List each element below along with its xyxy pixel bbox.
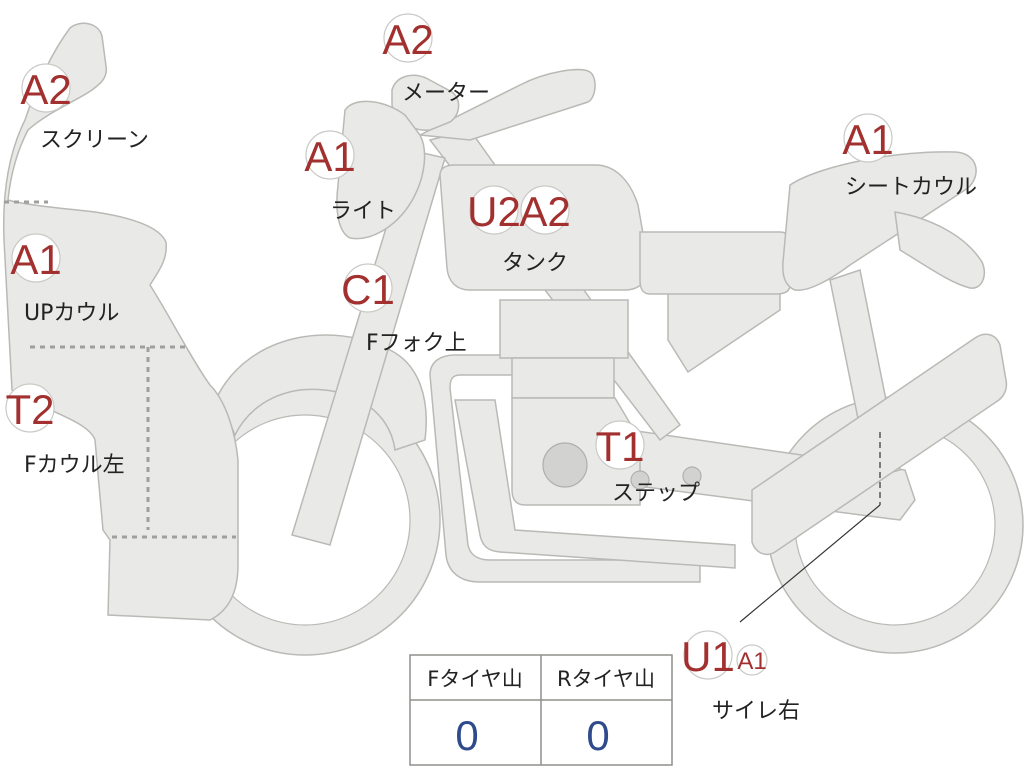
tank-label: タンク [502,251,568,276]
up-cowl-code: A1 [10,236,61,283]
code-badges: A2 A1 T2 A2 A1 C1 U2 A2 A1 T1 U1 A1 [5,13,894,680]
up-cowl-label: UPカウル [24,301,119,326]
engine [499,299,641,506]
seat-cowl-label: シートカウル [845,175,977,200]
fairing-seams [4,200,236,539]
headlight-shape [336,100,426,240]
seat [639,231,791,295]
front-tire-header: Fタイヤ山 [427,667,522,691]
step-code: T1 [595,423,644,470]
tank-code-2: A2 [519,188,570,235]
rear-tire-header: Rタイヤ山 [557,667,655,691]
light-code: A1 [304,133,355,180]
rear-fender [894,211,986,289]
screen-code: A2 [20,66,71,113]
side-panel [667,289,781,374]
front-tire-value: 0 [455,712,478,759]
step-peg [682,466,702,486]
f-fork-upper-code: C1 [341,266,395,313]
f-fork-upper-label: Fフォク上 [366,331,467,356]
silencer-leader [739,504,881,623]
handlebar [417,68,596,141]
front-fork [291,149,446,546]
f-cowl-left-label: Fカウル左 [24,453,125,478]
screen-label: スクリーン [40,128,149,153]
seat-cowl-code: A1 [842,116,893,163]
step-peg [630,470,650,490]
step-label: ステップ [612,481,700,506]
exhaust-pipe [454,399,736,569]
meter-code: A2 [382,16,433,63]
meter-label: メーター [402,81,490,106]
fairing-shape [2,22,239,621]
silencer-right-code: U1 [681,633,735,680]
silencer-right-label: サイレ右 [712,699,800,724]
tank-code: U2 [467,188,521,235]
f-cowl-left-code: T2 [5,386,54,433]
silencer-shape [751,333,1008,556]
frame-lower [429,354,701,583]
rear-tire-value: 0 [586,712,609,759]
silencer-right-code-2: A1 [737,648,766,675]
part-labels: スクリーン UPカウル Fカウル左 メーター ライト Fフォク上 タンク シート… [24,81,977,724]
light-label: ライト [330,199,396,224]
tire-table: Fタイヤ山 Rタイヤ山 0 0 [409,654,673,766]
